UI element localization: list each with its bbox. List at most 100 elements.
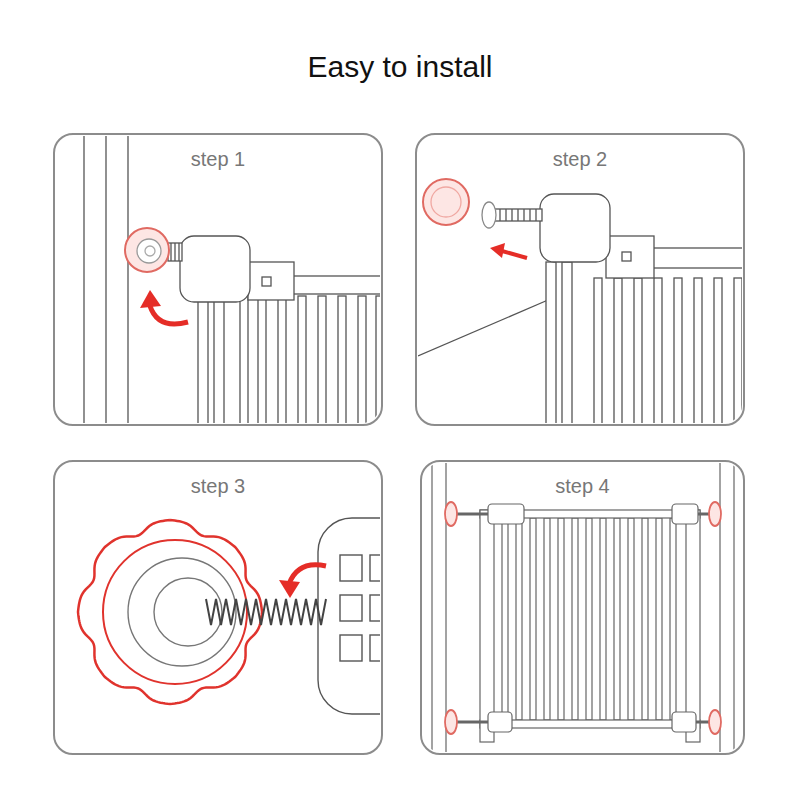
housing	[370, 595, 380, 621]
top-rail	[650, 248, 742, 268]
page-title: Easy to install	[0, 50, 800, 84]
spindle-housing	[529, 209, 530, 221]
gate-bar	[628, 518, 634, 720]
gate-bars	[546, 262, 556, 423]
step3-illustration	[78, 518, 380, 714]
gate-bars	[376, 296, 380, 423]
top-rail	[606, 236, 742, 278]
top-rail	[248, 262, 294, 300]
wall-cup	[125, 228, 169, 272]
spindle-housing	[180, 236, 250, 302]
wall-cups	[445, 502, 721, 734]
wall-cup	[145, 246, 155, 256]
gate-bars	[674, 278, 682, 423]
gate-bars	[562, 262, 572, 423]
wall-frame	[84, 136, 128, 423]
gate-bar	[516, 518, 522, 720]
gate-bars	[654, 278, 662, 423]
gate-frame	[686, 510, 700, 742]
gate-bar	[530, 518, 536, 720]
gate-bars	[734, 278, 742, 423]
knob	[103, 540, 247, 684]
spindle-housing	[535, 209, 536, 221]
gate-bars	[198, 296, 380, 423]
spindle-housing	[499, 209, 500, 221]
gate-bars	[318, 296, 326, 423]
housing	[370, 555, 380, 581]
wall-edge	[418, 300, 548, 356]
gate-bars	[694, 278, 702, 423]
wall-cup	[423, 179, 469, 225]
gate-frame	[488, 712, 512, 732]
gate-bars	[214, 300, 224, 423]
top-rail	[290, 276, 380, 294]
gate-bars	[714, 278, 722, 423]
gate-bar	[544, 518, 550, 720]
gate-frame	[672, 504, 698, 524]
housing	[340, 595, 362, 621]
spindle-housing	[494, 209, 542, 221]
housing	[318, 518, 380, 714]
step-panel: step 3	[53, 460, 383, 755]
gate-frame	[480, 720, 700, 728]
push-arrow	[502, 251, 527, 258]
step-label: step 3	[55, 462, 381, 498]
gate-bar	[642, 518, 648, 720]
step2-illustration	[418, 179, 742, 423]
step-panel: step 4	[420, 460, 745, 755]
gate-bar	[502, 518, 508, 720]
gate-bars	[298, 296, 306, 423]
step-panel: step 1	[53, 133, 383, 426]
spindle-housing	[482, 202, 496, 228]
wall-cups	[709, 710, 721, 734]
step-label: step 2	[417, 135, 743, 171]
housing	[340, 635, 362, 661]
door-frame	[431, 463, 432, 752]
step-label: step 4	[422, 462, 743, 498]
rotate-arrow	[150, 306, 188, 324]
door-frame	[733, 463, 734, 752]
push-arrow	[490, 243, 505, 258]
spindle-housing	[170, 243, 171, 261]
gate-bars	[634, 278, 642, 423]
gate-bars	[546, 262, 742, 423]
push-arrow	[490, 243, 527, 258]
spindle-housing	[174, 243, 175, 261]
housing	[318, 518, 380, 714]
spindle-housing	[482, 194, 610, 262]
gate-bar	[558, 518, 564, 720]
spindle-housing	[517, 209, 518, 221]
step4-illustration	[432, 463, 734, 752]
wall-cup	[137, 239, 161, 263]
rotate-arrow	[289, 565, 326, 584]
gate-frame	[488, 504, 524, 524]
step-panel: step 2	[415, 133, 745, 426]
rotate-arrow	[279, 580, 300, 598]
wall-frame	[127, 136, 128, 423]
spindle-housing	[178, 243, 179, 261]
spindle-housing	[523, 209, 524, 221]
gate-bar	[586, 518, 592, 720]
gate-bars	[258, 296, 266, 423]
gate-bars	[278, 296, 286, 423]
gate-bar	[600, 518, 606, 720]
wall-cups	[445, 710, 457, 734]
gate-bars	[358, 296, 366, 423]
wall-cup	[423, 179, 469, 225]
gate-bars	[502, 518, 676, 720]
rotate-arrow	[140, 290, 188, 324]
gate-bar	[656, 518, 662, 720]
door-frame	[432, 463, 734, 752]
gate-bars	[338, 296, 346, 423]
wall-edge	[418, 300, 548, 356]
spindle-housing	[505, 209, 506, 221]
gate-bars	[594, 278, 602, 423]
gate-frame	[480, 510, 494, 742]
housing	[340, 555, 362, 581]
rotate-arrow	[140, 290, 161, 308]
wall-cups	[709, 502, 721, 526]
top-rail	[606, 236, 654, 278]
gate-frame	[672, 712, 696, 732]
gate-frame	[480, 504, 700, 742]
